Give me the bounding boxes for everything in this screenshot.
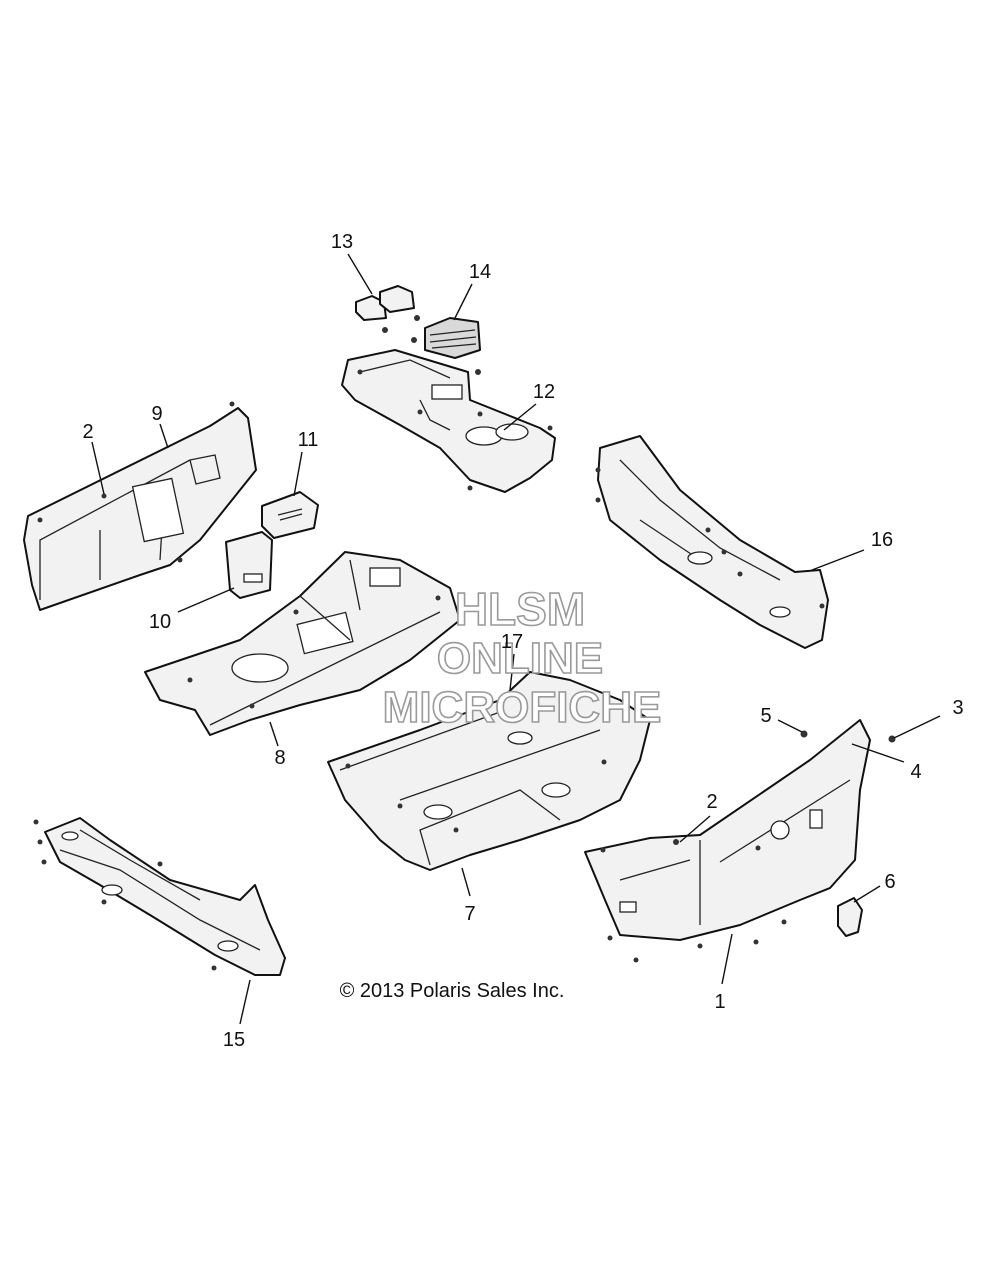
part-12-center-console [341,349,556,493]
watermark: HLSM ONLINE MICROFICHE [382,582,662,733]
callout-10: 10 [149,611,171,633]
part-6-bracket [837,897,863,937]
callout-1: 1 [714,991,725,1013]
callout-2-dash: 2 [82,421,93,443]
watermark-line-1: HLSM [455,583,585,635]
part-9-dash-panel [23,401,257,611]
callout-3: 3 [952,697,963,719]
copyright-notice: © 2013 Polaris Sales Inc. [340,980,565,1002]
callout-5: 5 [760,705,771,727]
callout-16: 16 [871,529,893,551]
part-11-access-cover [261,491,319,539]
part-15-left-side-panel [33,817,286,976]
callout-4: 4 [910,761,921,783]
part-14-shift-boot [411,317,481,375]
part-8-front-floor [144,551,461,736]
part-7-main-floor [327,671,651,871]
callout-15: 15 [223,1029,245,1051]
watermark-line-3: MICROFICHE [383,683,662,732]
part-13-caps [355,285,420,333]
fastener-2 [673,839,679,845]
fastener-3 [888,735,896,743]
callout-12: 12 [533,381,555,403]
watermark-line-2: ONLINE [437,634,603,683]
callout-14: 14 [469,261,491,283]
callout-6: 6 [884,871,895,893]
callout-11: 11 [298,429,319,451]
fastener-5 [800,730,808,738]
callout-9: 9 [151,403,162,425]
callout-2-rear: 2 [706,791,717,813]
part-1-rear-floor [584,719,871,963]
callouts: 13 14 12 2 9 11 10 16 8 17 5 3 4 2 6 7 1… [82,231,963,1051]
part-16-right-side-panel [595,435,829,649]
callout-8: 8 [274,747,285,769]
leader-lines [91,253,941,1025]
callout-13: 13 [331,231,353,253]
callout-17: 17 [501,631,523,653]
callout-7: 7 [464,903,475,925]
